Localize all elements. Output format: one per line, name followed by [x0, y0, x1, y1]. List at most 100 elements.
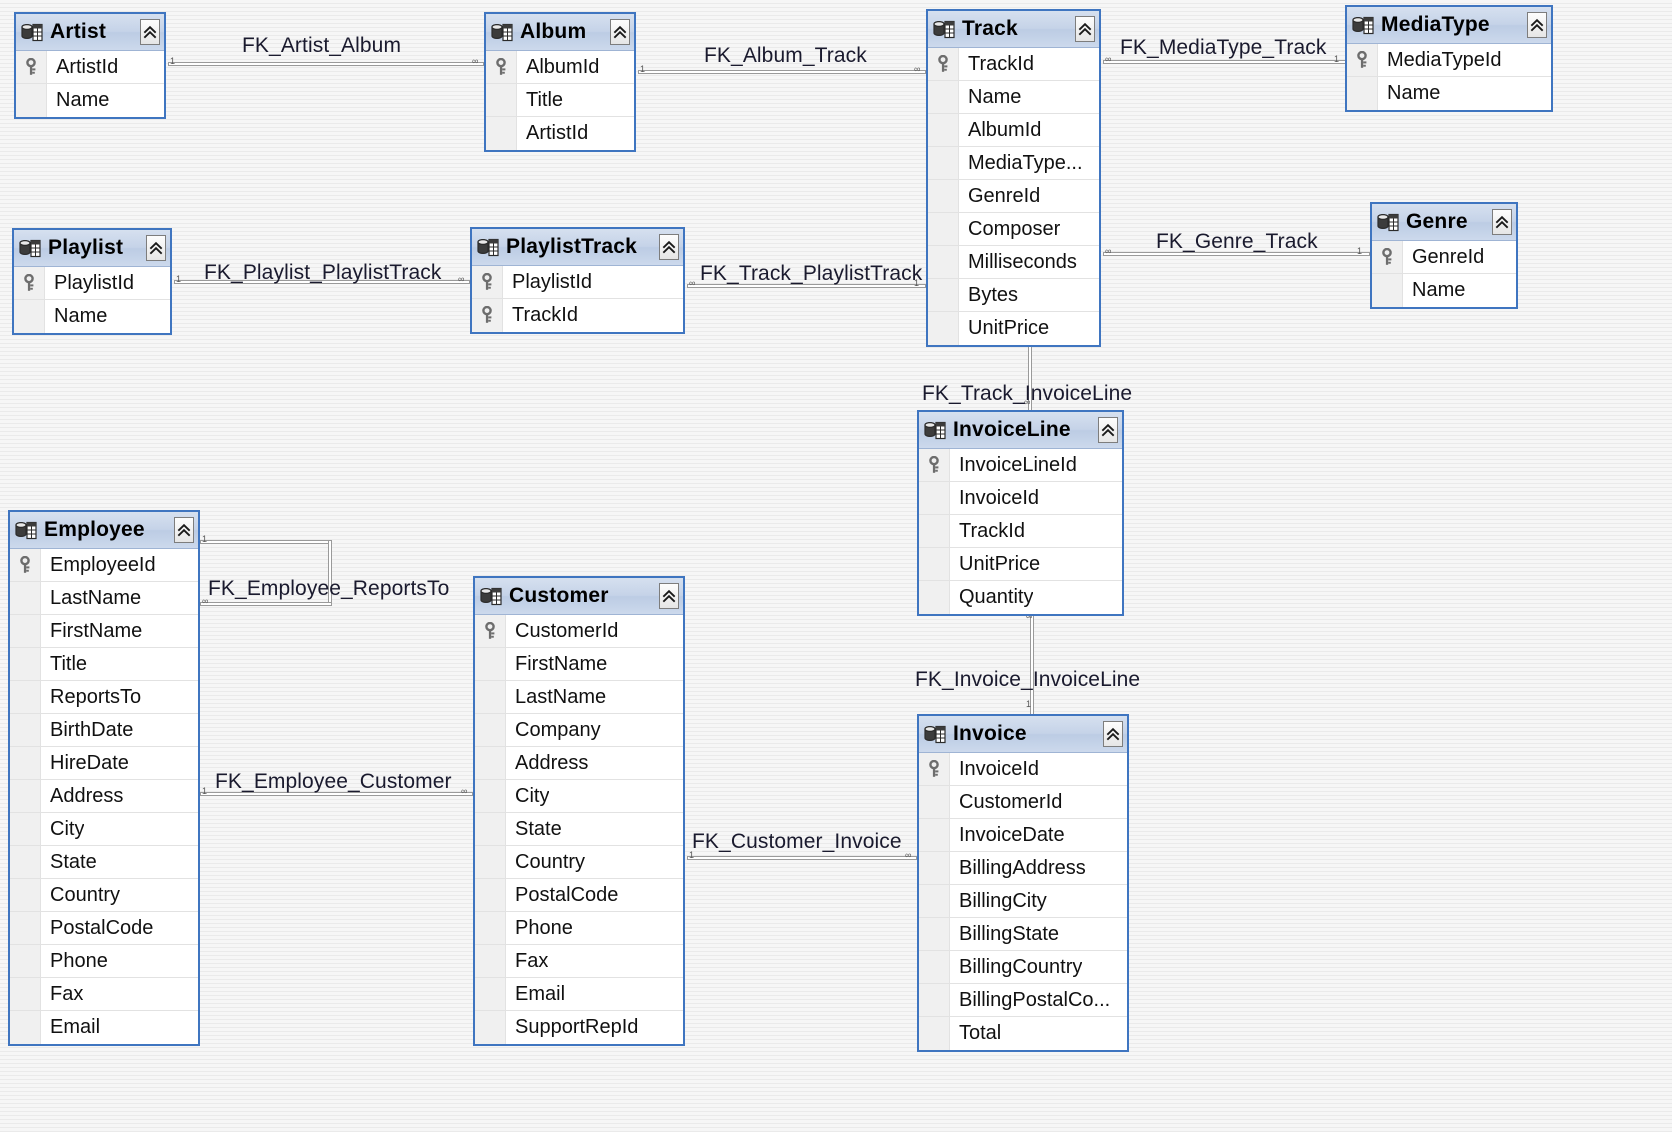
table-row[interactable]: InvoiceId	[919, 482, 1122, 515]
table-row[interactable]: UnitPrice	[919, 548, 1122, 581]
table-row[interactable]: BillingAddress	[919, 852, 1127, 885]
table-row[interactable]: BillingState	[919, 918, 1127, 951]
table-row[interactable]: TrackId	[919, 515, 1122, 548]
table-row[interactable]: Title	[10, 648, 198, 681]
table-row[interactable]: PostalCode	[10, 912, 198, 945]
table-row[interactable]: TrackId	[928, 48, 1099, 81]
table-header-customer[interactable]: Customer	[475, 578, 683, 615]
table-row[interactable]: GenreId	[928, 180, 1099, 213]
table-header-genre[interactable]: Genre	[1372, 204, 1516, 241]
table-row[interactable]: BillingCity	[919, 885, 1127, 918]
table-row[interactable]: LastName	[10, 582, 198, 615]
table-row[interactable]: Name	[16, 84, 164, 117]
table-row[interactable]: AlbumId	[928, 114, 1099, 147]
table-row[interactable]: UnitPrice	[928, 312, 1099, 345]
collapse-button-invoiceline[interactable]	[1098, 417, 1118, 443]
table-row[interactable]: ReportsTo	[10, 681, 198, 714]
table-row[interactable]: MediaType...	[928, 147, 1099, 180]
collapse-button-employee[interactable]	[174, 517, 194, 543]
table-row[interactable]: Fax	[10, 978, 198, 1011]
collapse-button-album[interactable]	[610, 19, 630, 45]
collapse-button-mediatype[interactable]	[1527, 12, 1547, 38]
table-row[interactable]: SupportRepId	[475, 1011, 683, 1044]
table-header-playlisttrack[interactable]: PlaylistTrack	[472, 229, 683, 266]
collapse-button-artist[interactable]	[140, 19, 160, 45]
collapse-button-customer[interactable]	[659, 583, 679, 609]
table-row[interactable]: State	[475, 813, 683, 846]
table-row[interactable]: Phone	[10, 945, 198, 978]
table-header-mediatype[interactable]: MediaType	[1347, 7, 1551, 44]
table-row[interactable]: CustomerId	[919, 786, 1127, 819]
table-row[interactable]: Phone	[475, 912, 683, 945]
table-row[interactable]: Bytes	[928, 279, 1099, 312]
table-row[interactable]: BirthDate	[10, 714, 198, 747]
table-row[interactable]: Title	[486, 84, 634, 117]
table-row[interactable]: GenreId	[1372, 241, 1516, 274]
table-row[interactable]: Composer	[928, 213, 1099, 246]
collapse-button-playlisttrack[interactable]	[659, 234, 679, 260]
table-row[interactable]: PostalCode	[475, 879, 683, 912]
table-header-invoiceline[interactable]: InvoiceLine	[919, 412, 1122, 449]
table-row[interactable]: Name	[14, 300, 170, 333]
table-header-album[interactable]: Album	[486, 14, 634, 51]
table-row[interactable]: TrackId	[472, 299, 683, 332]
table-row[interactable]: City	[475, 780, 683, 813]
table-row[interactable]: Address	[10, 780, 198, 813]
table-header-artist[interactable]: Artist	[16, 14, 164, 51]
table-row[interactable]: Fax	[475, 945, 683, 978]
table-row[interactable]: FirstName	[10, 615, 198, 648]
table-row[interactable]: InvoiceId	[919, 753, 1127, 786]
table-row[interactable]: BillingCountry	[919, 951, 1127, 984]
collapse-button-genre[interactable]	[1492, 209, 1512, 235]
table-row[interactable]: Email	[10, 1011, 198, 1044]
table-row[interactable]: Country	[10, 879, 198, 912]
table-row[interactable]: Company	[475, 714, 683, 747]
table-row[interactable]: Country	[475, 846, 683, 879]
table-row[interactable]: Address	[475, 747, 683, 780]
table-row[interactable]: ArtistId	[16, 51, 164, 84]
table-header-employee[interactable]: Employee	[10, 512, 198, 549]
table-row[interactable]: ArtistId	[486, 117, 634, 150]
table-row[interactable]: Total	[919, 1017, 1127, 1050]
table-row[interactable]: CustomerId	[475, 615, 683, 648]
row-gutter	[10, 912, 41, 944]
collapse-button-playlist[interactable]	[146, 235, 166, 261]
table-row[interactable]: State	[10, 846, 198, 879]
table-row[interactable]: Name	[928, 81, 1099, 114]
table-row[interactable]: Name	[1372, 274, 1516, 307]
table-row[interactable]: PlaylistId	[14, 267, 170, 300]
table-header-playlist[interactable]: Playlist	[14, 230, 170, 267]
table-row[interactable]: Milliseconds	[928, 246, 1099, 279]
table-row[interactable]: MediaTypeId	[1347, 44, 1551, 77]
table-row[interactable]: BillingPostalCo...	[919, 984, 1127, 1017]
table-row[interactable]: InvoiceDate	[919, 819, 1127, 852]
table-row[interactable]: Email	[475, 978, 683, 1011]
table-row[interactable]: AlbumId	[486, 51, 634, 84]
table-row[interactable]: HireDate	[10, 747, 198, 780]
table-row[interactable]: LastName	[475, 681, 683, 714]
table-row[interactable]: InvoiceLineId	[919, 449, 1122, 482]
table-row[interactable]: EmployeeId	[10, 549, 198, 582]
table-row[interactable]: City	[10, 813, 198, 846]
collapse-button-track[interactable]	[1075, 16, 1095, 42]
table-header-invoice[interactable]: Invoice	[919, 716, 1127, 753]
table-header-track[interactable]: Track	[928, 11, 1099, 48]
table-row[interactable]: Name	[1347, 77, 1551, 110]
table-row[interactable]: FirstName	[475, 648, 683, 681]
table-row[interactable]: PlaylistId	[472, 266, 683, 299]
table-row[interactable]: Quantity	[919, 581, 1122, 614]
collapse-button-invoice[interactable]	[1103, 721, 1123, 747]
